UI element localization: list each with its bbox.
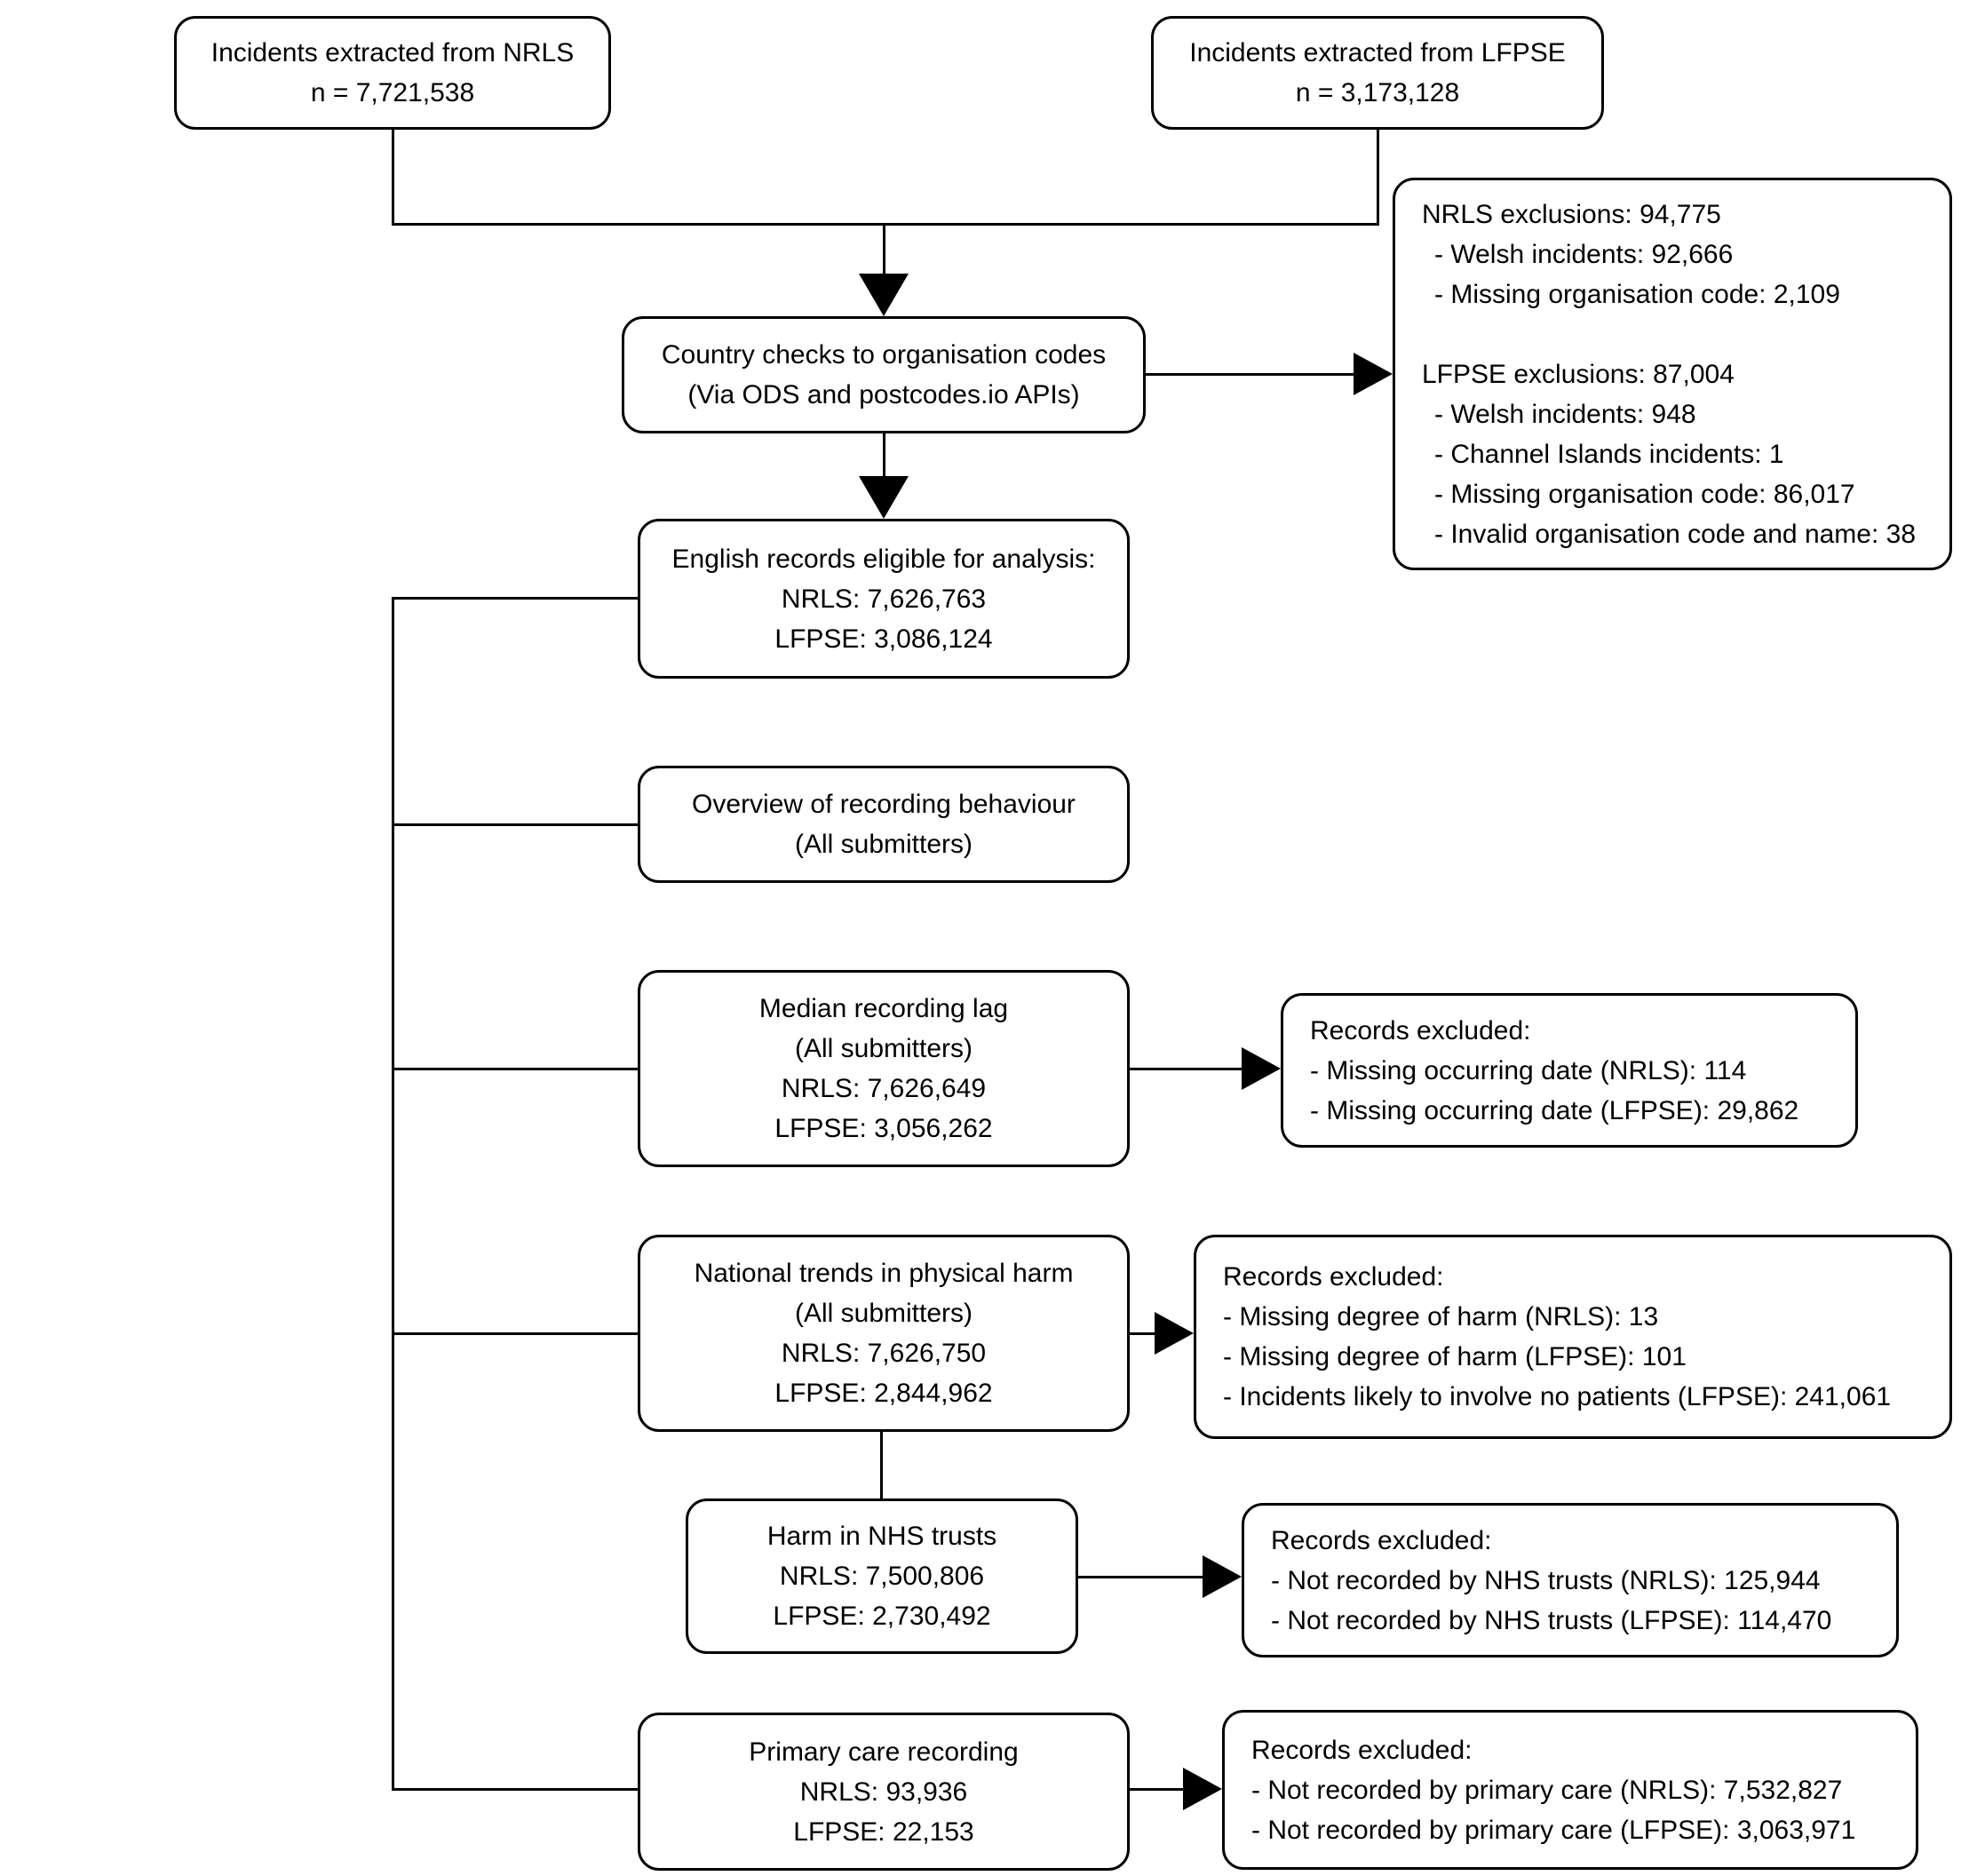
connector-primary-to-excluded — [1130, 1788, 1188, 1791]
box-line: - Incidents likely to involve no patient… — [1223, 1382, 1892, 1411]
box-line: Country checks to organisation codes — [661, 340, 1107, 370]
country-checks-box: Country checks to organisation codes (Vi… — [622, 316, 1146, 433]
connector-spine-national — [392, 1332, 638, 1335]
connector-median-to-excluded — [1130, 1068, 1247, 1070]
box-line: Records excluded: — [1271, 1525, 1492, 1555]
box-line: (All submitters) — [794, 1034, 973, 1063]
connector-nrls-down — [392, 130, 394, 226]
box-line: NRLS: 7,500,806 — [779, 1562, 985, 1591]
arrowhead-right-icon — [1183, 1768, 1222, 1810]
connector-spine-median — [392, 1068, 638, 1070]
box-line: Records excluded: — [1310, 1015, 1531, 1045]
arrowhead-right-icon — [1203, 1555, 1242, 1598]
overview-box: Overview of recording behaviour (All sub… — [638, 766, 1130, 883]
arrowhead-right-icon — [1242, 1047, 1281, 1090]
primary-care-excluded-box: Records excluded: - Not recorded by prim… — [1222, 1710, 1918, 1870]
arrowhead-right-icon — [1155, 1312, 1194, 1355]
connector-national-to-excluded — [1130, 1332, 1160, 1335]
arrowhead-down-icon — [859, 476, 909, 519]
box-line: - Not recorded by NHS trusts (LFPSE): 11… — [1271, 1605, 1832, 1635]
exclusion-group-title: NRLS exclusions: 94,775 — [1422, 199, 1721, 229]
box-line: (All submitters) — [794, 830, 973, 859]
harm-nhs-trusts-excluded-box: Records excluded: - Not recorded by NHS … — [1242, 1503, 1899, 1657]
box-line: Primary care recording — [749, 1737, 1019, 1767]
box-line: n = 7,721,538 — [310, 78, 475, 107]
box-line: Records excluded: — [1223, 1262, 1444, 1292]
box-line: Median recording lag — [758, 994, 1009, 1023]
exclusion-item: - Channel Islands incidents: 1 — [1434, 439, 1784, 469]
box-line: Harm in NHS trusts — [766, 1522, 997, 1551]
connector-spine-english — [392, 597, 638, 600]
median-lag-box: Median recording lag (All submitters) NR… — [638, 970, 1130, 1167]
box-line: Incidents extracted from LFPSE — [1189, 38, 1566, 68]
box-line: NRLS: 7,626,649 — [781, 1074, 987, 1103]
initial-exclusions-box: NRLS exclusions: 94,775 - Welsh incident… — [1393, 178, 1952, 570]
box-line: - Missing degree of harm (LFPSE): 101 — [1223, 1342, 1687, 1371]
connector-lfpse-down — [1377, 130, 1379, 226]
box-line: (Via ODS and postcodes.io APIs) — [687, 380, 1080, 409]
lfpse-source-box: Incidents extracted from LFPSE n = 3,173… — [1151, 16, 1604, 130]
harm-nhs-trusts-box: Harm in NHS trusts NRLS: 7,500,806 LFPSE… — [686, 1498, 1078, 1654]
national-trends-box: National trends in physical harm (All su… — [638, 1235, 1130, 1432]
connector-merge-horizontal — [392, 223, 1379, 226]
english-eligible-box: English records eligible for analysis: N… — [638, 519, 1130, 679]
box-line: English records eligible for analysis: — [671, 544, 1096, 574]
box-line: - Not recorded by NHS trusts (NRLS): 125… — [1271, 1565, 1821, 1595]
primary-care-box: Primary care recording NRLS: 93,936 LFPS… — [638, 1713, 1130, 1871]
exclusion-group-title: LFPSE exclusions: 87,004 — [1422, 359, 1735, 389]
box-line: National trends in physical harm — [694, 1259, 1074, 1288]
connector-spine-primary — [392, 1788, 638, 1791]
exclusion-item: - Welsh incidents: 948 — [1434, 399, 1696, 429]
box-line: Incidents extracted from NRLS — [210, 38, 575, 68]
box-line: LFPSE: 2,730,492 — [773, 1602, 991, 1631]
exclusion-item: - Invalid organisation code and name: 38 — [1434, 519, 1917, 549]
box-line: - Missing degree of harm (NRLS): 13 — [1223, 1302, 1659, 1331]
arrowhead-down-icon — [859, 274, 909, 316]
box-line: LFPSE: 2,844,962 — [774, 1379, 993, 1408]
national-trends-excluded-box: Records excluded: - Missing degree of ha… — [1194, 1235, 1952, 1439]
box-line: - Not recorded by primary care (NRLS): 7… — [1251, 1775, 1843, 1805]
exclusion-item: - Missing organisation code: 86,017 — [1434, 479, 1855, 509]
box-line: (All submitters) — [794, 1299, 973, 1328]
nrls-source-box: Incidents extracted from NRLS n = 7,721,… — [174, 16, 611, 130]
exclusion-item: - Welsh incidents: 92,666 — [1434, 239, 1734, 269]
box-line: n = 3,173,128 — [1295, 78, 1460, 107]
connector-country-to-english — [883, 433, 885, 478]
connector-national-to-harm — [880, 1432, 883, 1498]
median-lag-excluded-box: Records excluded: - Missing occurring da… — [1281, 993, 1858, 1148]
connector-merge-drop — [883, 223, 885, 276]
arrowhead-right-icon — [1354, 353, 1393, 395]
connector-spine-vertical — [392, 597, 394, 1791]
box-line: - Not recorded by primary care (LFPSE): … — [1251, 1815, 1856, 1845]
box-line: Overview of recording behaviour — [692, 790, 1076, 819]
box-line: LFPSE: 22,153 — [793, 1816, 974, 1847]
box-line: NRLS: 7,626,750 — [781, 1339, 987, 1368]
exclusion-item: - Missing organisation code: 2,109 — [1434, 279, 1840, 309]
connector-spine-overview — [392, 823, 638, 826]
box-line: LFPSE: 3,086,124 — [774, 624, 993, 654]
box-line: Records excluded: — [1251, 1735, 1473, 1765]
box-line: NRLS: 7,626,763 — [781, 584, 987, 614]
box-line: NRLS: 93,936 — [799, 1777, 968, 1807]
box-line: - Missing occurring date (NRLS): 114 — [1310, 1055, 1747, 1085]
box-line: LFPSE: 3,056,262 — [774, 1114, 993, 1143]
connector-country-to-exclusions — [1146, 373, 1359, 376]
connector-harm-to-excluded — [1078, 1576, 1208, 1578]
box-line: - Missing occurring date (LFPSE): 29,862 — [1310, 1095, 1799, 1125]
